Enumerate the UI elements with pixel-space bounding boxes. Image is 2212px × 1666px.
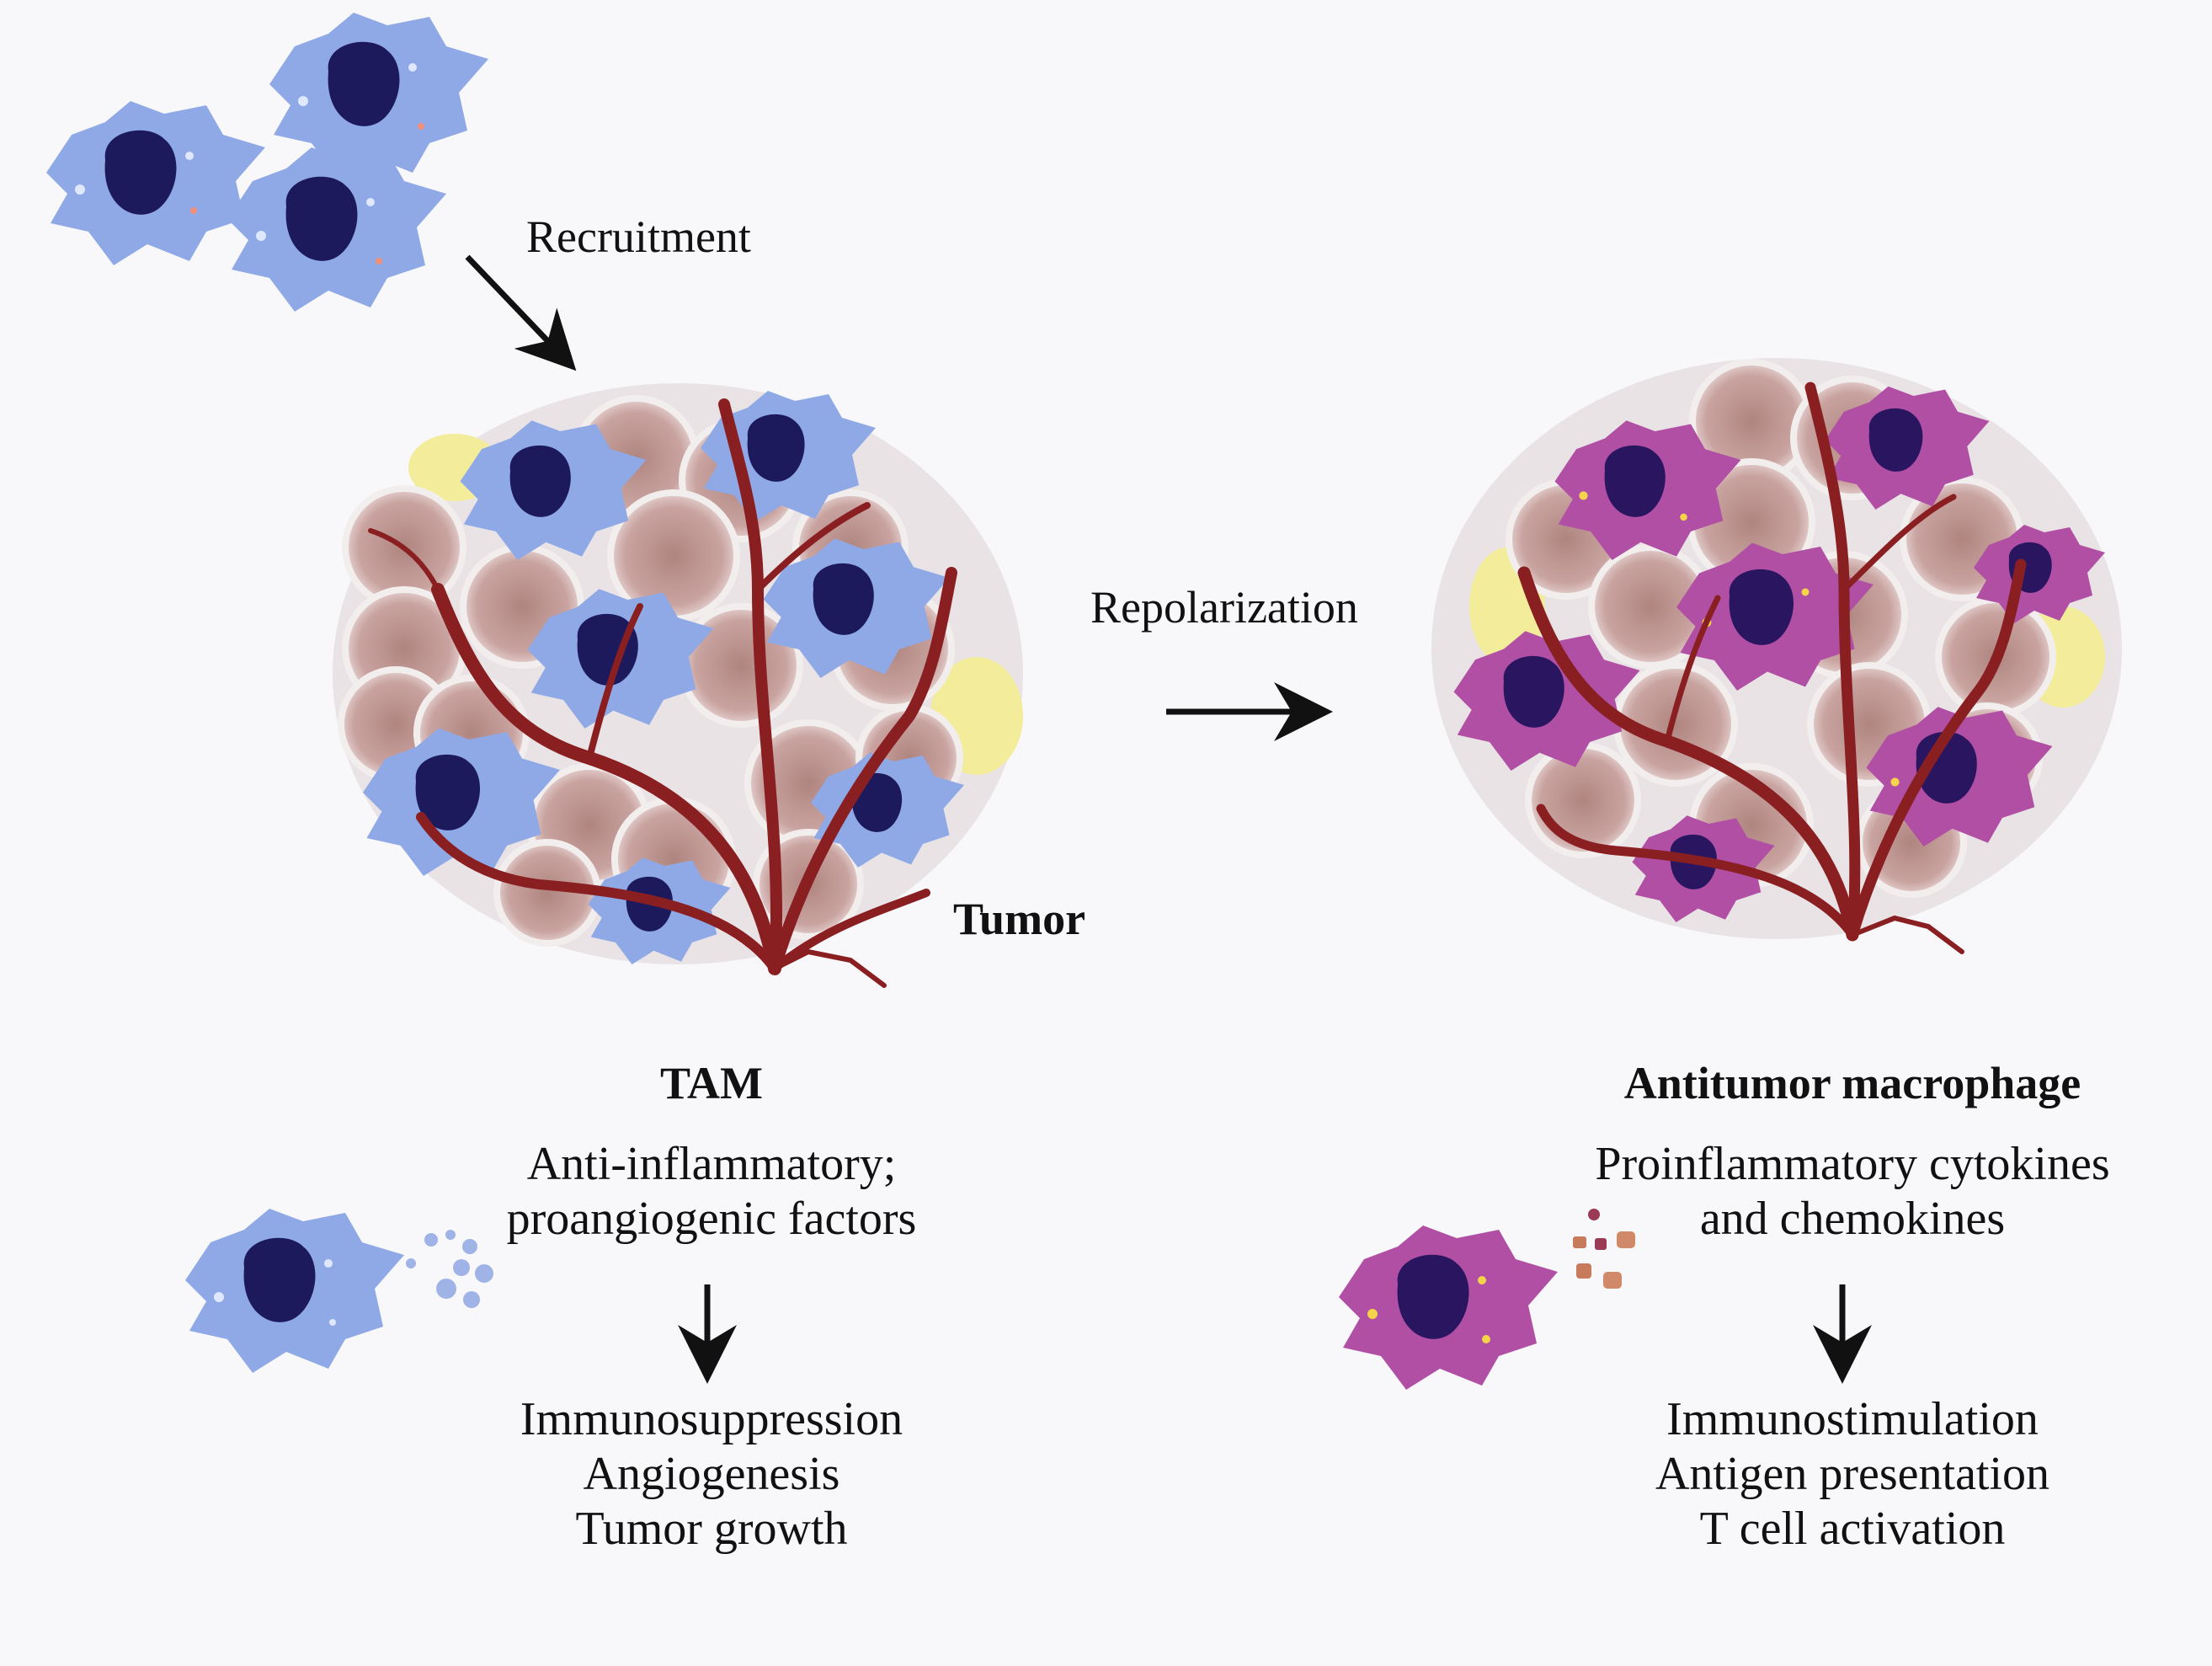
antitumor-effect-line: Antigen presentation bbox=[1655, 1448, 2050, 1500]
antitumor-factor-line: Proinflammatory cytokines bbox=[1595, 1138, 2110, 1190]
secreted-cytokines-icon bbox=[1573, 1209, 1635, 1289]
tam-effect-line: Tumor growth bbox=[575, 1503, 848, 1555]
tam-title: TAM bbox=[660, 1058, 763, 1108]
tam-effect-line: Angiogenesis bbox=[583, 1448, 840, 1500]
recruitment-label: Recruitment bbox=[526, 211, 751, 262]
macrophage-icon bbox=[227, 147, 446, 312]
tam-effect-line: Immunosuppression bbox=[520, 1393, 903, 1445]
tam-macrophage-icon bbox=[185, 1209, 404, 1373]
recruited-macrophages bbox=[46, 13, 488, 312]
blood-vessel-icon bbox=[368, 398, 957, 988]
macrophage-icon bbox=[269, 13, 488, 177]
tumor-label: Tumor bbox=[953, 894, 1086, 944]
arrow-icon bbox=[465, 254, 577, 371]
tam-factor-line: proangiogenic factors bbox=[506, 1193, 917, 1245]
tumor-tam-cluster bbox=[333, 383, 1023, 988]
tam-factor-line: Anti-inflammatory; bbox=[526, 1138, 897, 1190]
tam-effects: Immunosuppression Angiogenesis Tumor gro… bbox=[455, 1392, 968, 1557]
blood-vessel-icon bbox=[1517, 382, 2027, 954]
antitumor-effect-line: Immunostimulation bbox=[1666, 1393, 2039, 1445]
tumor-antitumor-cluster bbox=[1431, 358, 2122, 954]
macrophage-icon bbox=[46, 101, 265, 265]
antitumor-macrophage-icon bbox=[1339, 1225, 1558, 1390]
antitumor-title: Antitumor macrophage bbox=[1623, 1058, 2081, 1108]
repolarization-label: Repolarization bbox=[1090, 582, 1358, 633]
secreted-factors-icon bbox=[406, 1230, 493, 1308]
tam-factors: Anti-inflammatory; proangiogenic factors bbox=[455, 1137, 968, 1247]
antitumor-factors: Proinflammatory cytokines and chemokines bbox=[1558, 1137, 2147, 1247]
antitumor-factor-line: and chemokines bbox=[1699, 1193, 2006, 1245]
antitumor-macrophages bbox=[1453, 386, 2105, 922]
antitumor-effects: Immunostimulation Antigen presentation T… bbox=[1558, 1392, 2147, 1557]
antitumor-effect-line: T cell activation bbox=[1699, 1503, 2006, 1555]
